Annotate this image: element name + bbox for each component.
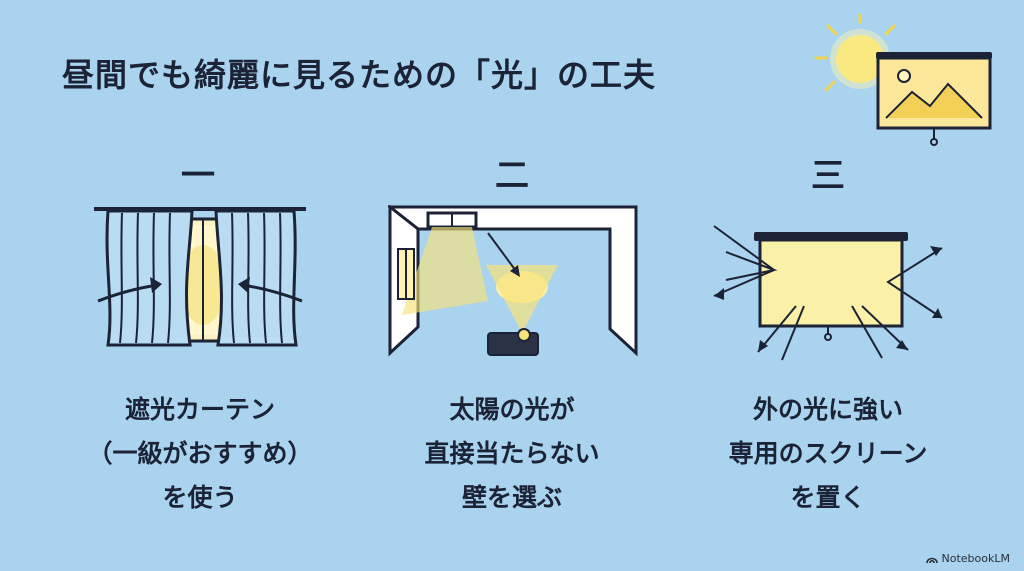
page-title: 昼間でも綺麗に見るための「光」の工夫 [62,56,657,94]
caption-3-line-2: 専用のスクリーン [728,439,928,468]
caption-1-line-2: （一級がおすすめ） [87,439,313,468]
caption-3-line-3: を置く [790,483,866,512]
room-projector-icon [388,205,638,357]
brand: NotebookLM [925,552,1010,565]
caption-1: 遮光カーテン （一級がおすすめ） を使う [50,388,350,520]
caption-1-line-1: 遮光カーテン [124,395,275,424]
caption-3-line-1: 外の光に強い [752,395,903,424]
caption-2-line-1: 太陽の光が [449,395,575,424]
caption-2-line-2: 直接当たらない [424,439,600,468]
caption-2-line-3: 壁を選ぶ [461,483,562,512]
number-3: 三 [811,156,845,196]
brand-label: NotebookLM [941,552,1010,565]
curtain-icon [94,207,306,347]
notebooklm-logo-icon [925,557,938,563]
number-1: 一 [181,156,215,196]
sun-screen-icon [814,14,992,146]
number-2: 二 [495,156,529,196]
caption-1-line-3: を使う [162,483,238,512]
screen-reflect-icon [713,225,943,361]
caption-3: 外の光に強い 専用のスクリーン を置く [678,388,978,520]
caption-2: 太陽の光が 直接当たらない 壁を選ぶ [362,388,662,520]
